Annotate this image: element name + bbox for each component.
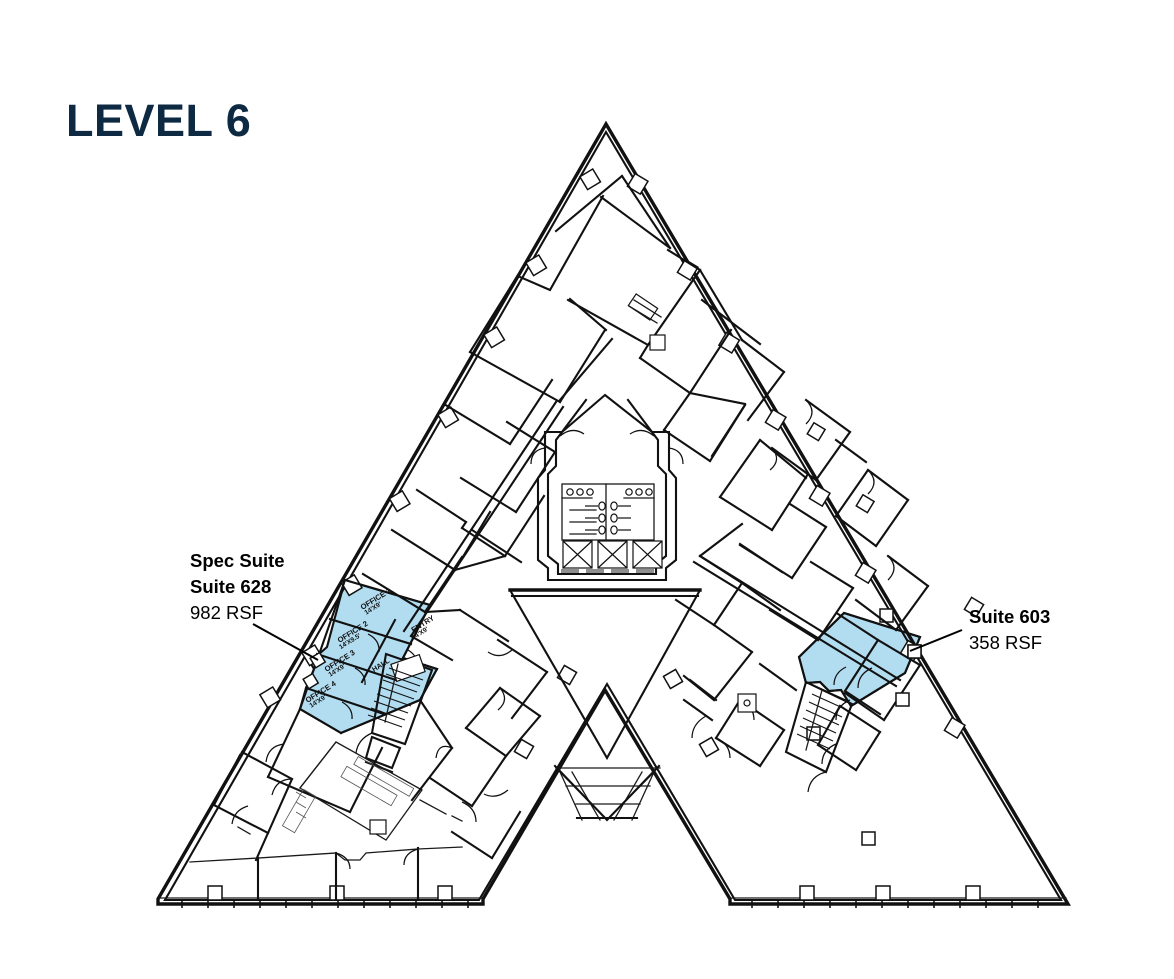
stair-right bbox=[784, 680, 854, 793]
elevator-bank bbox=[562, 540, 663, 569]
stair-left bbox=[355, 652, 434, 774]
callout-suite-603-area: 358 RSF bbox=[969, 632, 1043, 653]
zone-lower-left bbox=[189, 608, 549, 902]
callout-suite-603-line1: Suite 603 bbox=[969, 606, 1051, 627]
zone-left-corridor bbox=[402, 400, 565, 638]
callout-spec-suite-line2: Suite 628 bbox=[190, 576, 272, 597]
page-title: LEVEL 6 bbox=[66, 95, 252, 146]
zone-apex-offices bbox=[361, 174, 880, 693]
window-mullion-ticks-bottom bbox=[181, 831, 1039, 908]
suite-603-outline bbox=[797, 611, 922, 708]
callout-suite-603: Suite 603 358 RSF bbox=[969, 604, 1050, 656]
callout-spec-suite-628: Spec Suite Suite 628 982 RSF bbox=[190, 548, 285, 626]
leader-line-spec-suite-628 bbox=[252, 623, 319, 661]
callout-spec-suite-line1: Spec Suite bbox=[190, 550, 285, 571]
shaft-hatch bbox=[627, 293, 666, 351]
callout-spec-suite-area: 982 RSF bbox=[190, 602, 264, 623]
leader-line-suite-603 bbox=[909, 629, 963, 652]
zone-right-offices bbox=[682, 268, 930, 793]
atrium-notch bbox=[508, 588, 702, 822]
building-core bbox=[530, 393, 684, 582]
window-mullions-exterior bbox=[258, 167, 985, 760]
